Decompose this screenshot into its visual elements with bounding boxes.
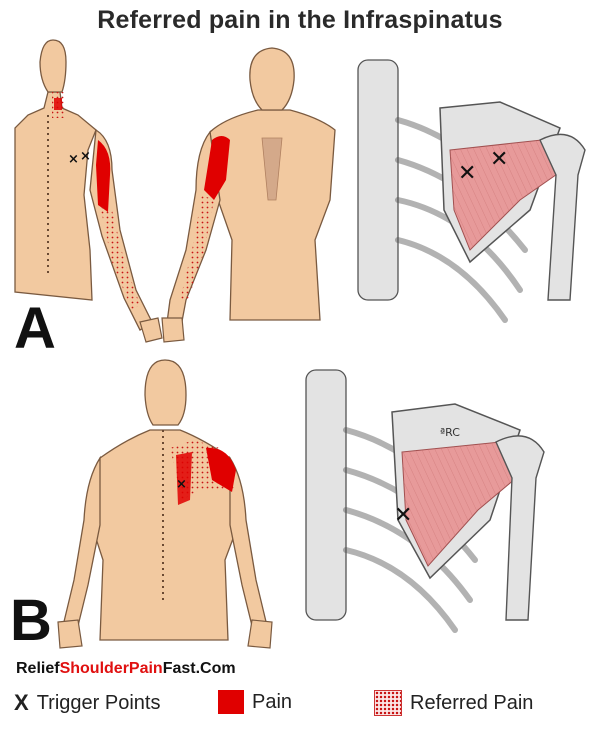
legend-pain-label: Pain — [252, 690, 293, 713]
trigger-point-marker: × — [80, 149, 91, 164]
b-head — [144, 359, 187, 426]
back-head — [39, 39, 67, 93]
b-muscle-fibers — [402, 440, 528, 566]
trigger-point-marker: ✕ — [394, 503, 412, 528]
b-spine-vertebrae — [305, 369, 347, 621]
legend-trigger-label: Trigger Points — [36, 691, 161, 714]
front-head — [249, 47, 295, 111]
sternum-referred-zone — [261, 137, 283, 201]
pain-swatch-icon — [218, 690, 244, 714]
b-left-hand — [57, 619, 83, 649]
website-prefix: Relief — [16, 660, 60, 677]
legend-trigger-points: X Trigger Points — [14, 690, 160, 716]
b-back-pain-zone — [176, 452, 192, 505]
panel-b-label: B — [10, 588, 52, 653]
neck-pain-spot — [54, 98, 62, 110]
trigger-point-marker: ✕ — [490, 147, 508, 172]
b-shoulder-pain-zone — [206, 447, 236, 492]
front-arm-referred-zone — [180, 195, 214, 300]
spine-vertebrae — [357, 59, 399, 301]
panel-a-front-figure — [161, 47, 336, 343]
panel-b-back-figure: × — [57, 359, 273, 649]
page-title: Referred pain in the Infraspinatus — [97, 6, 503, 34]
website-highlight: ShoulderPain — [59, 660, 163, 677]
humerus — [539, 133, 586, 301]
website-suffix: Fast.Com — [162, 660, 236, 677]
trigger-point-marker: × — [176, 477, 187, 492]
legend-referred-pain: Referred Pain — [374, 690, 533, 716]
b-right-arm — [229, 455, 269, 635]
anatomy-label: ªRC — [440, 426, 460, 439]
trigger-point-marker: × — [68, 152, 79, 167]
panel-a-skeleton: ✕ ✕ — [357, 59, 586, 323]
legend-pain: Pain — [218, 690, 292, 714]
legend-referred-label: Referred Pain — [410, 691, 534, 714]
front-torso — [209, 109, 336, 321]
back-hand — [139, 317, 163, 343]
back-torso — [14, 91, 97, 301]
panel-a-back-figure: × × — [14, 39, 163, 343]
referred-pain-swatch-icon — [374, 690, 402, 716]
trigger-point-marker: ✕ — [458, 161, 476, 186]
front-shoulder-pain-zone — [204, 136, 230, 200]
arm-referred-zone — [100, 205, 140, 310]
muscle-fibers — [450, 138, 570, 250]
front-hand — [161, 317, 185, 343]
b-left-arm — [61, 455, 101, 635]
trigger-point-icon: X — [14, 690, 29, 715]
panel-b-skeleton: ªRC ✕ — [305, 369, 545, 633]
legend: X Trigger Points Pain Referred Pain — [0, 690, 600, 724]
website-credit: ReliefShoulderPainFast.Com — [16, 660, 236, 678]
panel-a-label: A — [14, 296, 56, 361]
shoulder-pain-zone — [96, 140, 111, 212]
b-right-hand — [247, 619, 273, 649]
b-humerus — [495, 435, 545, 621]
